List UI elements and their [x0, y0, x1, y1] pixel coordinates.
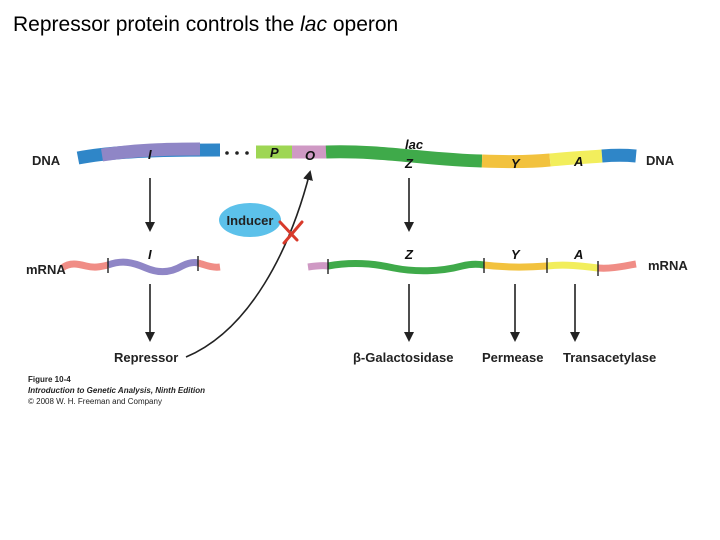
- dna-ellipsis: [225, 151, 249, 155]
- promoter-label: P: [270, 145, 279, 160]
- inducer-oval: [219, 203, 281, 237]
- gene-i-dna-segment: [100, 142, 201, 162]
- figure-caption: Figure 10-4 Introduction to Genetic Anal…: [28, 375, 205, 406]
- dna-right-blue: [601, 148, 637, 163]
- gene-y-label: Y: [511, 156, 521, 171]
- dna-strand: [76, 142, 637, 169]
- title-lac: lac: [300, 13, 327, 36]
- mrna-lac: [307, 258, 637, 276]
- mrna-i-label: I: [148, 247, 152, 262]
- slide-title: Repressor protein controls the lac opero…: [13, 13, 398, 37]
- transacetylase-label: Transacetylase: [563, 350, 656, 365]
- caption-figure-number: Figure 10-4: [28, 375, 71, 384]
- mrna-z-label: Z: [404, 247, 414, 262]
- gene-z-dna-segment: [325, 145, 483, 168]
- gene-i-label: I: [148, 147, 152, 162]
- dna-label-right: DNA: [646, 153, 675, 168]
- galactosidase-label: β-Galactosidase: [353, 350, 453, 365]
- repressor-label: Repressor: [114, 350, 178, 365]
- block-x-icon: [278, 220, 304, 245]
- gene-z-label: Z: [404, 156, 414, 171]
- gene-y-dna-segment: [481, 153, 551, 169]
- gene-a-dna-segment: [549, 149, 603, 167]
- title-text: Repressor protein controls the: [13, 13, 301, 36]
- permease-label: Permease: [482, 350, 543, 365]
- caption-copyright: © 2008 W. H. Freeman and Company: [28, 397, 162, 406]
- title-suffix: operon: [327, 13, 399, 36]
- mrna-a-label: A: [573, 247, 583, 262]
- mrna-label-right: mRNA: [648, 258, 688, 273]
- caption-book-title: Introduction to Genetic Analysis, Ninth …: [28, 386, 205, 395]
- repressor-to-operator-arrow: [185, 170, 313, 358]
- gene-a-label: A: [573, 154, 583, 169]
- mrna-i: [59, 256, 221, 276]
- inducer-label: Inducer: [227, 213, 274, 228]
- mrna-y-label: Y: [511, 247, 521, 262]
- dna-label-left: DNA: [32, 153, 61, 168]
- operator-label: O: [305, 148, 315, 163]
- mrna-label-left: mRNA: [26, 262, 66, 277]
- lac-label: lac: [405, 137, 424, 152]
